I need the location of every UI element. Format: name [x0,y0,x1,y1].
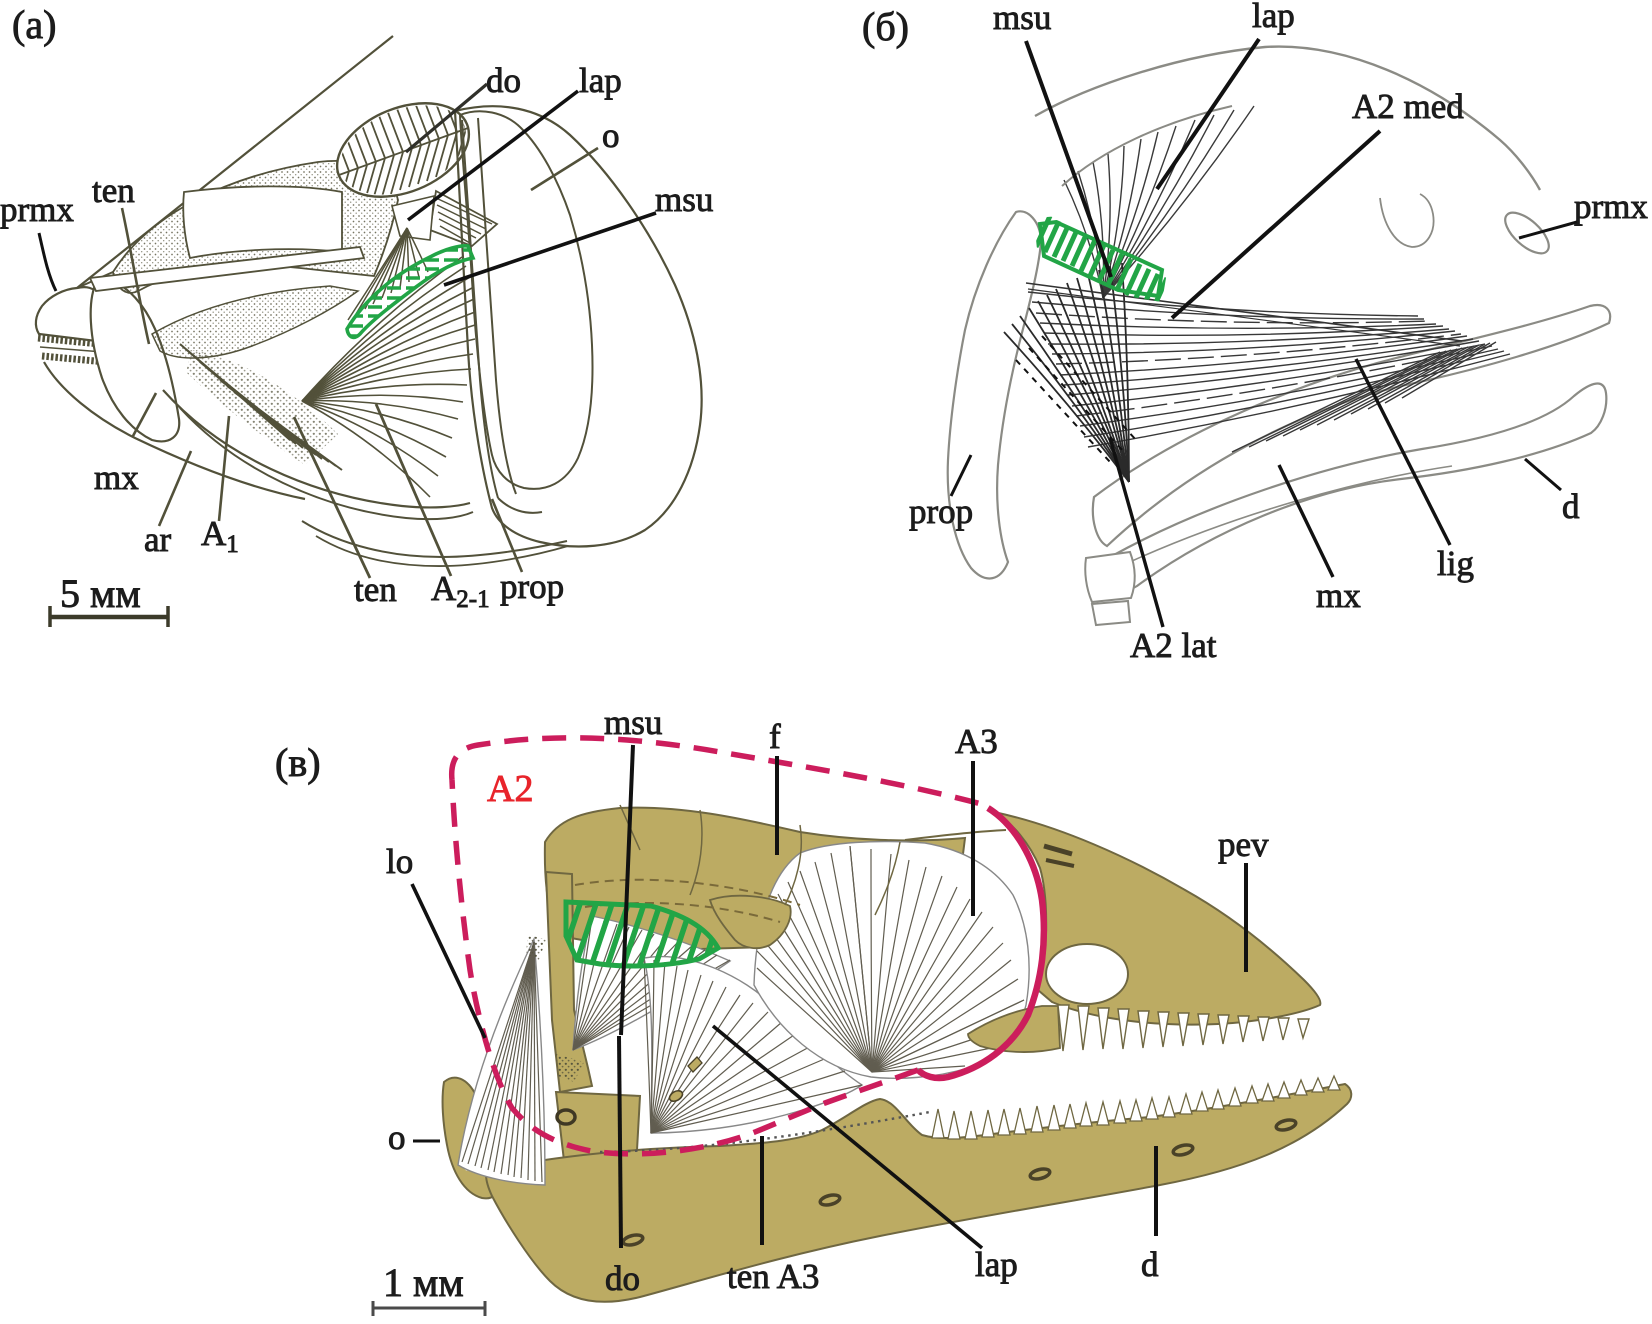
svg-text:do: do [486,61,521,100]
svg-text:A3: A3 [955,722,998,761]
svg-text:lap: lap [579,61,622,100]
svg-text:ar: ar [144,520,172,559]
svg-text:ten: ten [354,570,397,609]
svg-text:(в): (в) [275,740,321,785]
svg-text:prop: prop [909,492,973,531]
svg-text:msu: msu [655,180,713,219]
svg-text:do: do [605,1259,640,1298]
svg-text:A2: A2 [487,768,533,810]
svg-text:msu: msu [604,703,662,742]
svg-text:lap: lap [975,1245,1018,1284]
svg-text:lo: lo [386,842,413,881]
svg-text:mx: mx [1316,576,1361,615]
svg-text:prmx: prmx [1574,187,1648,226]
svg-text:A2 lat: A2 lat [1130,626,1217,665]
svg-text:(a): (a) [12,2,56,47]
svg-text:pev: pev [1218,825,1269,864]
svg-text:1 мм: 1 мм [383,1260,464,1305]
svg-text:5 мм: 5 мм [60,571,141,616]
svg-text:lig: lig [1437,544,1474,583]
svg-text:d: d [1562,487,1580,526]
svg-text:prop: prop [500,567,564,606]
svg-text:mx: mx [94,458,139,497]
svg-text:o: o [602,116,620,155]
svg-text:d: d [1141,1245,1159,1284]
svg-text:lap: lap [1252,0,1295,35]
svg-text:msu: msu [993,0,1051,37]
svg-text:ten: ten [92,171,135,210]
svg-text:f: f [769,717,781,756]
svg-text:prmx: prmx [0,190,74,229]
svg-text:(б): (б) [862,4,909,49]
svg-text:A2 med: A2 med [1352,87,1464,126]
svg-text:ten A3: ten A3 [727,1257,819,1296]
svg-text:o: o [388,1118,406,1157]
